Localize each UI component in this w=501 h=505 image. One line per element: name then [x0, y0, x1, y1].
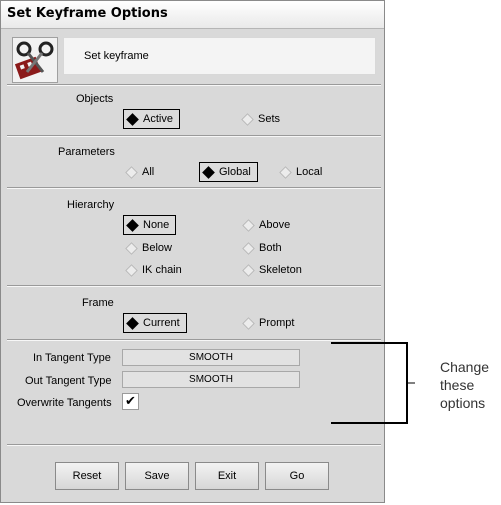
hierarchy-option-none[interactable]: None	[123, 215, 177, 235]
parameters-label: Parameters	[58, 146, 115, 158]
objects-label: Objects	[76, 93, 114, 105]
hierarchy-option-above[interactable]: Above	[242, 215, 290, 235]
radio-unselected-icon	[241, 112, 254, 126]
radio-unselected-icon	[242, 241, 255, 255]
header-text-box: Set keyframe	[63, 37, 376, 75]
set-keyframe-options-window: Set Keyframe Options Set keyframe Object…	[0, 0, 385, 503]
overwrite-tangents-label: Overwrite Tangents	[17, 397, 112, 409]
annotation-bracket	[331, 342, 415, 424]
in-tangent-type-field[interactable]: SMOOTH	[122, 349, 300, 366]
divider	[7, 135, 381, 137]
radio-unselected-icon	[125, 165, 138, 179]
radio-selected-icon	[202, 165, 215, 179]
radio-unselected-icon	[125, 263, 138, 277]
in-tangent-label: In Tangent Type	[33, 352, 111, 364]
window-title: Set Keyframe Options	[7, 6, 168, 21]
objects-option-active[interactable]: Active	[123, 109, 180, 129]
radio-unselected-icon	[242, 263, 255, 277]
out-tangent-label: Out Tangent Type	[25, 375, 112, 387]
hierarchy-label: Hierarchy	[67, 199, 115, 211]
annotation-line: Change	[440, 359, 490, 375]
annotation-line: these	[440, 377, 475, 393]
radio-unselected-icon	[279, 165, 292, 179]
exit-button[interactable]: Exit	[195, 462, 259, 490]
hierarchy-option-below[interactable]: Below	[125, 238, 172, 258]
divider	[7, 339, 381, 341]
hierarchy-option-both[interactable]: Both	[242, 238, 282, 258]
header-text: Set keyframe	[84, 50, 149, 62]
out-tangent-type-field[interactable]: SMOOTH	[122, 371, 300, 388]
hierarchy-option-skeleton[interactable]: Skeleton	[242, 260, 302, 280]
go-button[interactable]: Go	[265, 462, 329, 490]
frame-option-prompt[interactable]: Prompt	[242, 313, 294, 333]
annotation-text: Change these options	[440, 358, 489, 412]
divider	[7, 84, 381, 86]
keyframe-scissors-icon	[12, 37, 58, 83]
checkmark-icon: ✔	[125, 394, 136, 409]
radio-selected-icon	[126, 112, 139, 126]
parameters-option-global[interactable]: Global	[199, 162, 258, 182]
frame-option-current[interactable]: Current	[123, 313, 187, 333]
hierarchy-option-ik-chain[interactable]: IK chain	[125, 260, 182, 280]
radio-selected-icon	[126, 218, 139, 232]
radio-unselected-icon	[125, 241, 138, 255]
radio-unselected-icon	[242, 316, 255, 330]
save-button[interactable]: Save	[125, 462, 189, 490]
reset-button[interactable]: Reset	[55, 462, 119, 490]
title-bar: Set Keyframe Options	[1, 1, 384, 29]
overwrite-tangents-checkbox[interactable]: ✔	[122, 393, 139, 410]
annotation-line: options	[440, 395, 486, 411]
parameters-option-all[interactable]: All	[125, 162, 154, 182]
radio-unselected-icon	[242, 218, 255, 232]
radio-selected-icon	[126, 316, 139, 330]
divider	[7, 285, 381, 287]
parameters-option-local[interactable]: Local	[279, 162, 322, 182]
divider	[7, 444, 381, 446]
frame-label: Frame	[82, 297, 114, 309]
objects-option-sets[interactable]: Sets	[241, 109, 280, 129]
divider	[7, 187, 381, 189]
header-panel: Set keyframe	[9, 34, 376, 84]
